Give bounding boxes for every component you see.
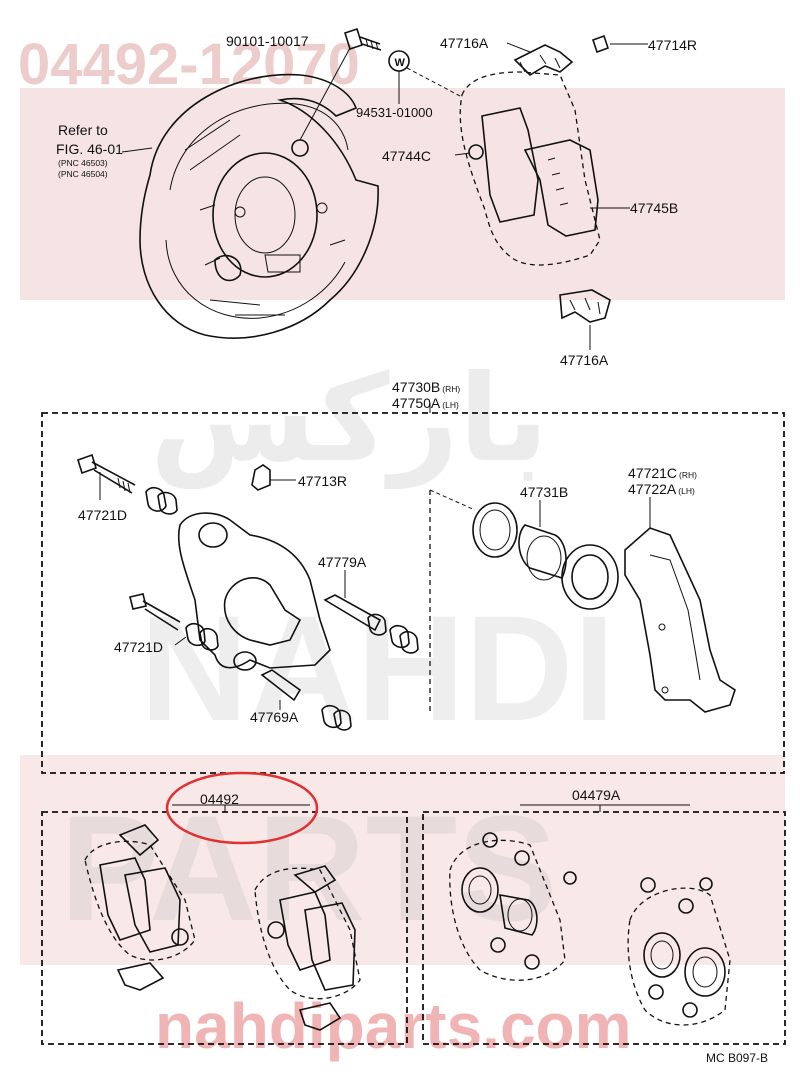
label-mount-lh: 47722A(LH) xyxy=(628,481,695,497)
label-shim-47744c: 47744C xyxy=(382,148,431,164)
kit-04492-contents xyxy=(84,824,361,1031)
label-caliper-rh-num: 47730B xyxy=(392,379,440,395)
label-mount-rh: 47721C(RH) xyxy=(628,465,697,481)
caliper-mount xyxy=(624,527,736,713)
label-mount-lh-num: 47722A xyxy=(628,481,677,497)
watermark-layer: 04492-12070 باركس NAHDI PARTS nahdiparts… xyxy=(18,32,785,1062)
pad-assembly-top xyxy=(459,34,611,323)
label-kit-04492: 04492 xyxy=(200,791,239,807)
label-bleeder-47713r: 47713R xyxy=(298,473,347,489)
label-caliper-lh: 47750A(LH) xyxy=(392,395,459,411)
label-bushing-47769a: 47769A xyxy=(250,709,299,725)
label-clip-47716a-bottom: 47716A xyxy=(560,352,609,368)
footer-code: MC B097-B xyxy=(706,1051,768,1065)
label-kit-04479a: 04479A xyxy=(572,787,621,803)
bolt-90101 xyxy=(344,27,382,51)
label-refer-pnc1: (PNC 46503) xyxy=(58,158,108,168)
label-refer-pnc2: (PNC 46504) xyxy=(58,169,108,179)
label-pin-47779a: 47779A xyxy=(318,554,367,570)
label-washer-94531: 94531-01000 xyxy=(356,105,433,120)
piston-set xyxy=(472,502,619,610)
label-piston-47731b: 47731B xyxy=(520,484,568,500)
label-mount-lh-side: (LH) xyxy=(678,486,695,496)
washer-symbol: W xyxy=(395,57,406,69)
label-clip-47716a-top: 47716A xyxy=(440,35,489,51)
kit-04479a-contents xyxy=(449,832,731,1026)
watermark-part-number: 04492-12070 xyxy=(18,32,360,97)
watermark-site: nahdiparts.com xyxy=(155,990,632,1062)
kit-04479a-box xyxy=(422,811,786,1045)
label-bolt-90101: 90101-10017 xyxy=(226,33,309,49)
label-mount-rh-side: (RH) xyxy=(679,470,697,480)
watermark-arabic: باركس xyxy=(150,350,549,489)
label-bleeder-47714r: 47714R xyxy=(648,37,697,53)
label-refer-fig: FIG. 46-01 xyxy=(56,141,123,157)
label-caliper-rh: 47730B(RH) xyxy=(392,379,460,395)
label-pin-47721d-bottom: 47721D xyxy=(114,639,163,655)
caliper-body xyxy=(177,464,331,671)
caliper-assembly-box xyxy=(41,412,785,774)
highlight-circle xyxy=(165,771,319,845)
watermark-band-top xyxy=(20,88,785,300)
watermark-brand-top: NAHDI xyxy=(140,584,615,752)
backing-plate xyxy=(139,73,379,339)
washer-94531: W xyxy=(388,50,410,104)
label-caliper-lh-side: (LH) xyxy=(442,400,459,410)
part-labels: 90101-10017 94531-01000 47716A 47714R 47… xyxy=(56,33,768,1065)
label-pad-47745b: 47745B xyxy=(630,200,678,216)
label-refer-to: Refer to xyxy=(58,122,108,138)
label-caliper-rh-side: (RH) xyxy=(442,384,460,394)
label-mount-rh-num: 47721C xyxy=(628,465,677,481)
label-pin-47721d-top: 47721D xyxy=(78,507,127,523)
label-caliper-lh-num: 47750A xyxy=(392,395,441,411)
